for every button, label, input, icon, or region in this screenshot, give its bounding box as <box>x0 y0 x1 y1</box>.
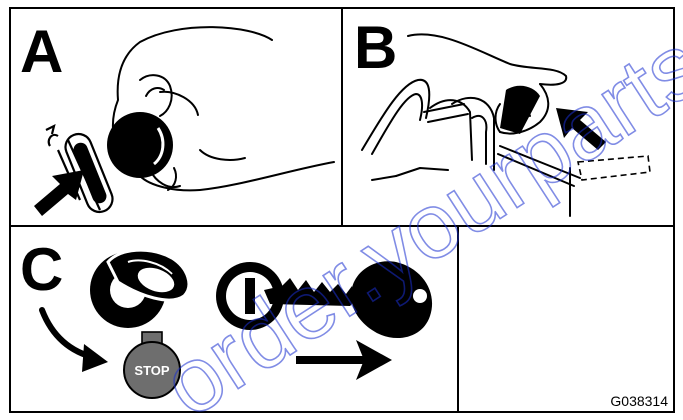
panel-a: A <box>20 18 334 216</box>
panel-c-label: C <box>20 236 63 303</box>
watermark-text: order.yourparts <box>145 14 683 420</box>
fuel-shutoff-knob-icon <box>107 112 173 178</box>
fuel-shutoff-knob-icon <box>90 250 189 328</box>
panel-b-label: B <box>354 14 397 81</box>
push-arrow-icon <box>34 170 84 216</box>
panel-a-label: A <box>20 18 63 85</box>
panel-borders <box>10 8 674 412</box>
figure-id: G038314 <box>610 393 668 409</box>
rotation-arrow-icon <box>42 310 108 372</box>
